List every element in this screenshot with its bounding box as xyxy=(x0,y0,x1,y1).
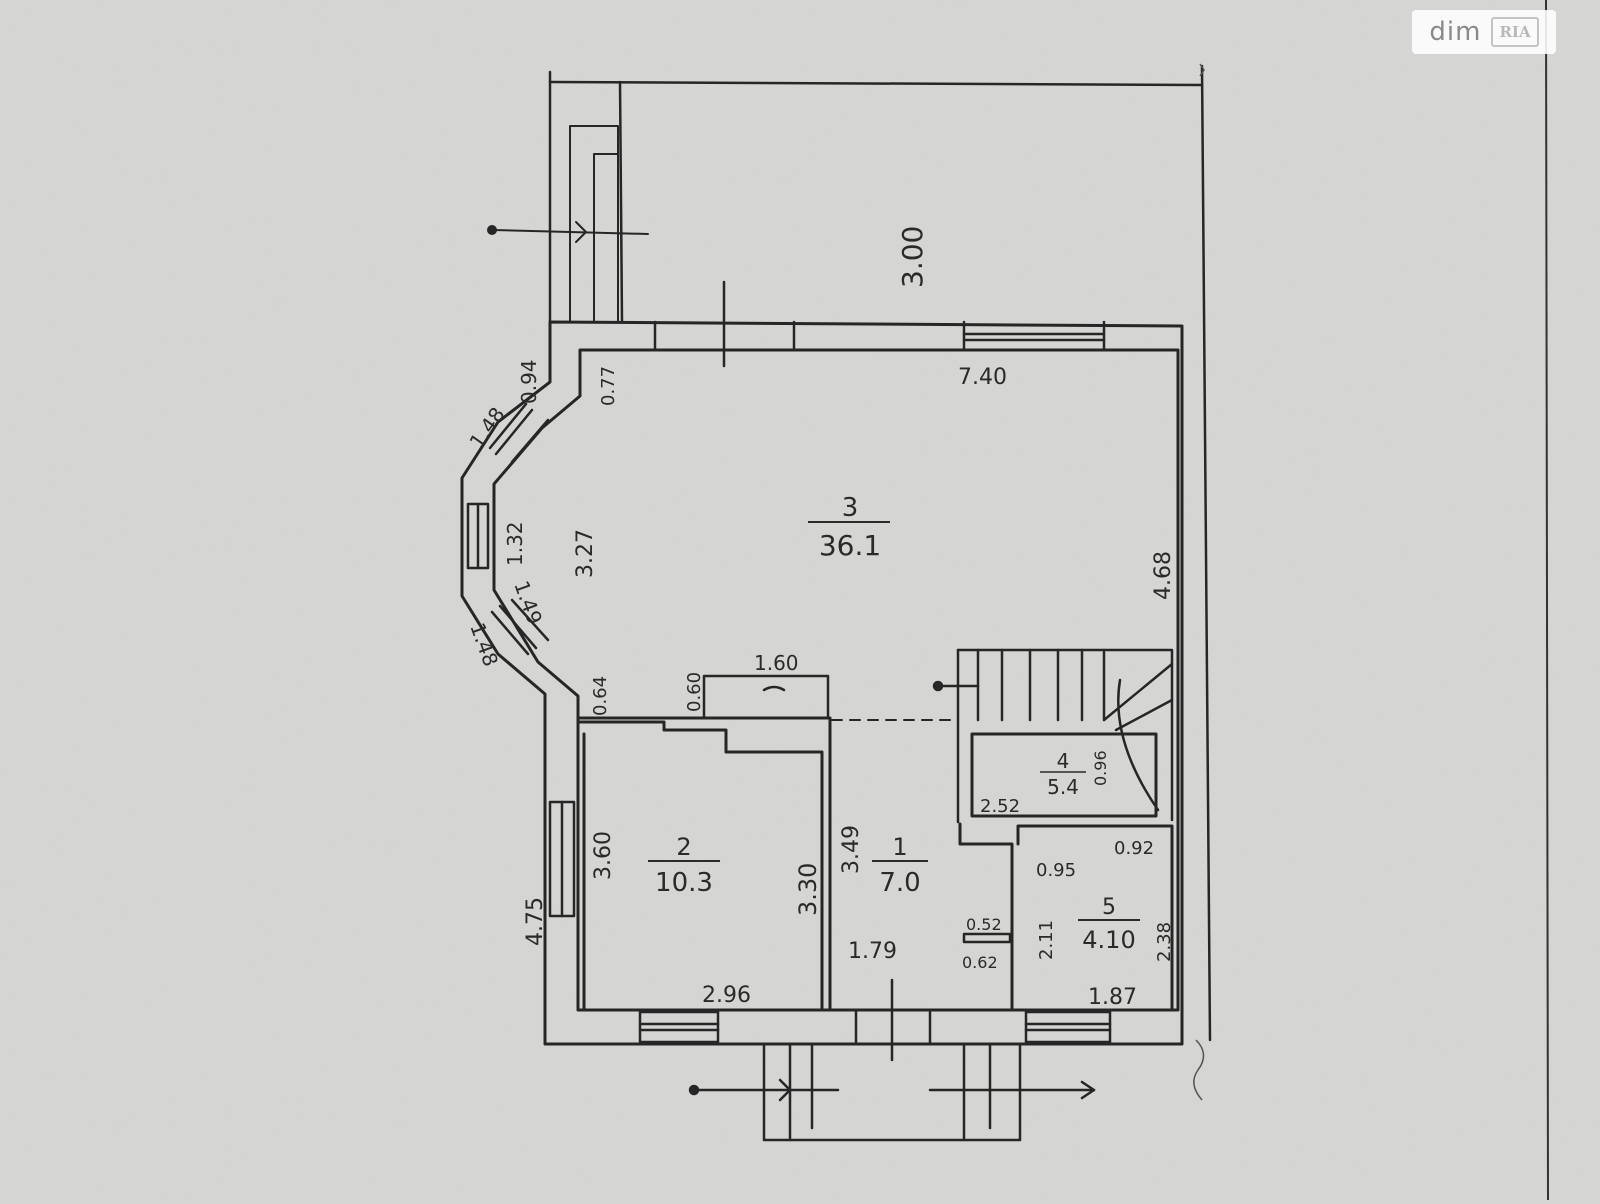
room-number: 5 xyxy=(1102,895,1116,920)
room-label-1: 1 7.0 xyxy=(872,833,928,898)
room-number: 4 xyxy=(1057,749,1070,773)
bottom-wall-window-left xyxy=(638,1010,720,1044)
dimension-label: 2.38 xyxy=(1154,922,1175,962)
room-label-5: 5 4.10 xyxy=(1078,895,1140,954)
dimension-label: 1.32 xyxy=(503,521,527,566)
room-5-niche xyxy=(962,932,1014,1012)
dimension-label: 0.64 xyxy=(590,676,611,716)
balcony-outline xyxy=(548,64,1212,1042)
dimension-label: 0.94 xyxy=(517,359,541,404)
watermark-brand: dim xyxy=(1429,17,1482,47)
room-2-walls xyxy=(578,716,832,1012)
interior-staircase xyxy=(932,648,1174,824)
dimension-label: 2.52 xyxy=(980,796,1020,817)
watermark-logo: dim RIA xyxy=(1412,10,1556,54)
room-number: 3 xyxy=(842,493,859,523)
dimension-label: 0.96 xyxy=(1091,750,1110,786)
bottom-wall-window-right xyxy=(1024,1010,1112,1044)
dimension-label: 7.40 xyxy=(958,365,1007,390)
dimension-label: 2.96 xyxy=(702,983,751,1008)
exterior-wall xyxy=(460,320,1184,1046)
dimension-label: 0.95 xyxy=(1036,860,1076,881)
dimension-label: 1.79 xyxy=(848,939,897,964)
bay-window-top xyxy=(488,402,550,464)
room-label-4: 4 5.4 xyxy=(1040,749,1086,799)
room-area: 7.0 xyxy=(879,868,920,898)
top-wall-window xyxy=(962,320,1106,352)
room-area: 36.1 xyxy=(819,529,881,562)
watermark-badge: RIA xyxy=(1491,17,1539,47)
dimension-label: 0.62 xyxy=(962,953,998,972)
entrance-porch xyxy=(688,1042,1096,1142)
corner-marks xyxy=(1193,63,1205,1101)
dimension-label: 4.75 xyxy=(523,897,548,946)
left-wall-window xyxy=(548,800,576,918)
room-area: 4.10 xyxy=(1082,926,1135,954)
dimension-label: 0.52 xyxy=(966,915,1002,934)
closet-niche xyxy=(702,674,830,720)
sheet-border-line xyxy=(1545,0,1549,1201)
top-wall-door xyxy=(653,280,796,368)
room-number: 2 xyxy=(676,833,691,861)
dimension-label: 1.87 xyxy=(1088,985,1137,1010)
bay-window-middle xyxy=(466,502,490,570)
dimension-label: 3.00 xyxy=(896,226,929,288)
room-area: 10.3 xyxy=(655,868,713,898)
room-area: 5.4 xyxy=(1047,775,1079,799)
entrance-door xyxy=(854,978,932,1062)
dimension-label: 2.11 xyxy=(1036,920,1057,960)
room-4-walls xyxy=(958,732,1174,1012)
room-label-3: 3 36.1 xyxy=(808,493,890,562)
room-number: 1 xyxy=(892,833,907,861)
dimension-label: 0.77 xyxy=(598,366,619,406)
dimension-label: 3.49 xyxy=(839,825,864,874)
dimension-label: 3.27 xyxy=(573,529,598,578)
dimension-label: 3.30 xyxy=(794,863,822,916)
dimension-label: 4.68 xyxy=(1151,551,1176,600)
dimension-label: 1.60 xyxy=(754,651,799,675)
room-label-2: 2 10.3 xyxy=(648,833,720,898)
dimension-label: 0.92 xyxy=(1114,838,1154,859)
bay-window-bottom xyxy=(490,598,550,656)
dimension-label: 0.60 xyxy=(684,672,705,712)
dimension-label: 3.60 xyxy=(591,831,616,880)
